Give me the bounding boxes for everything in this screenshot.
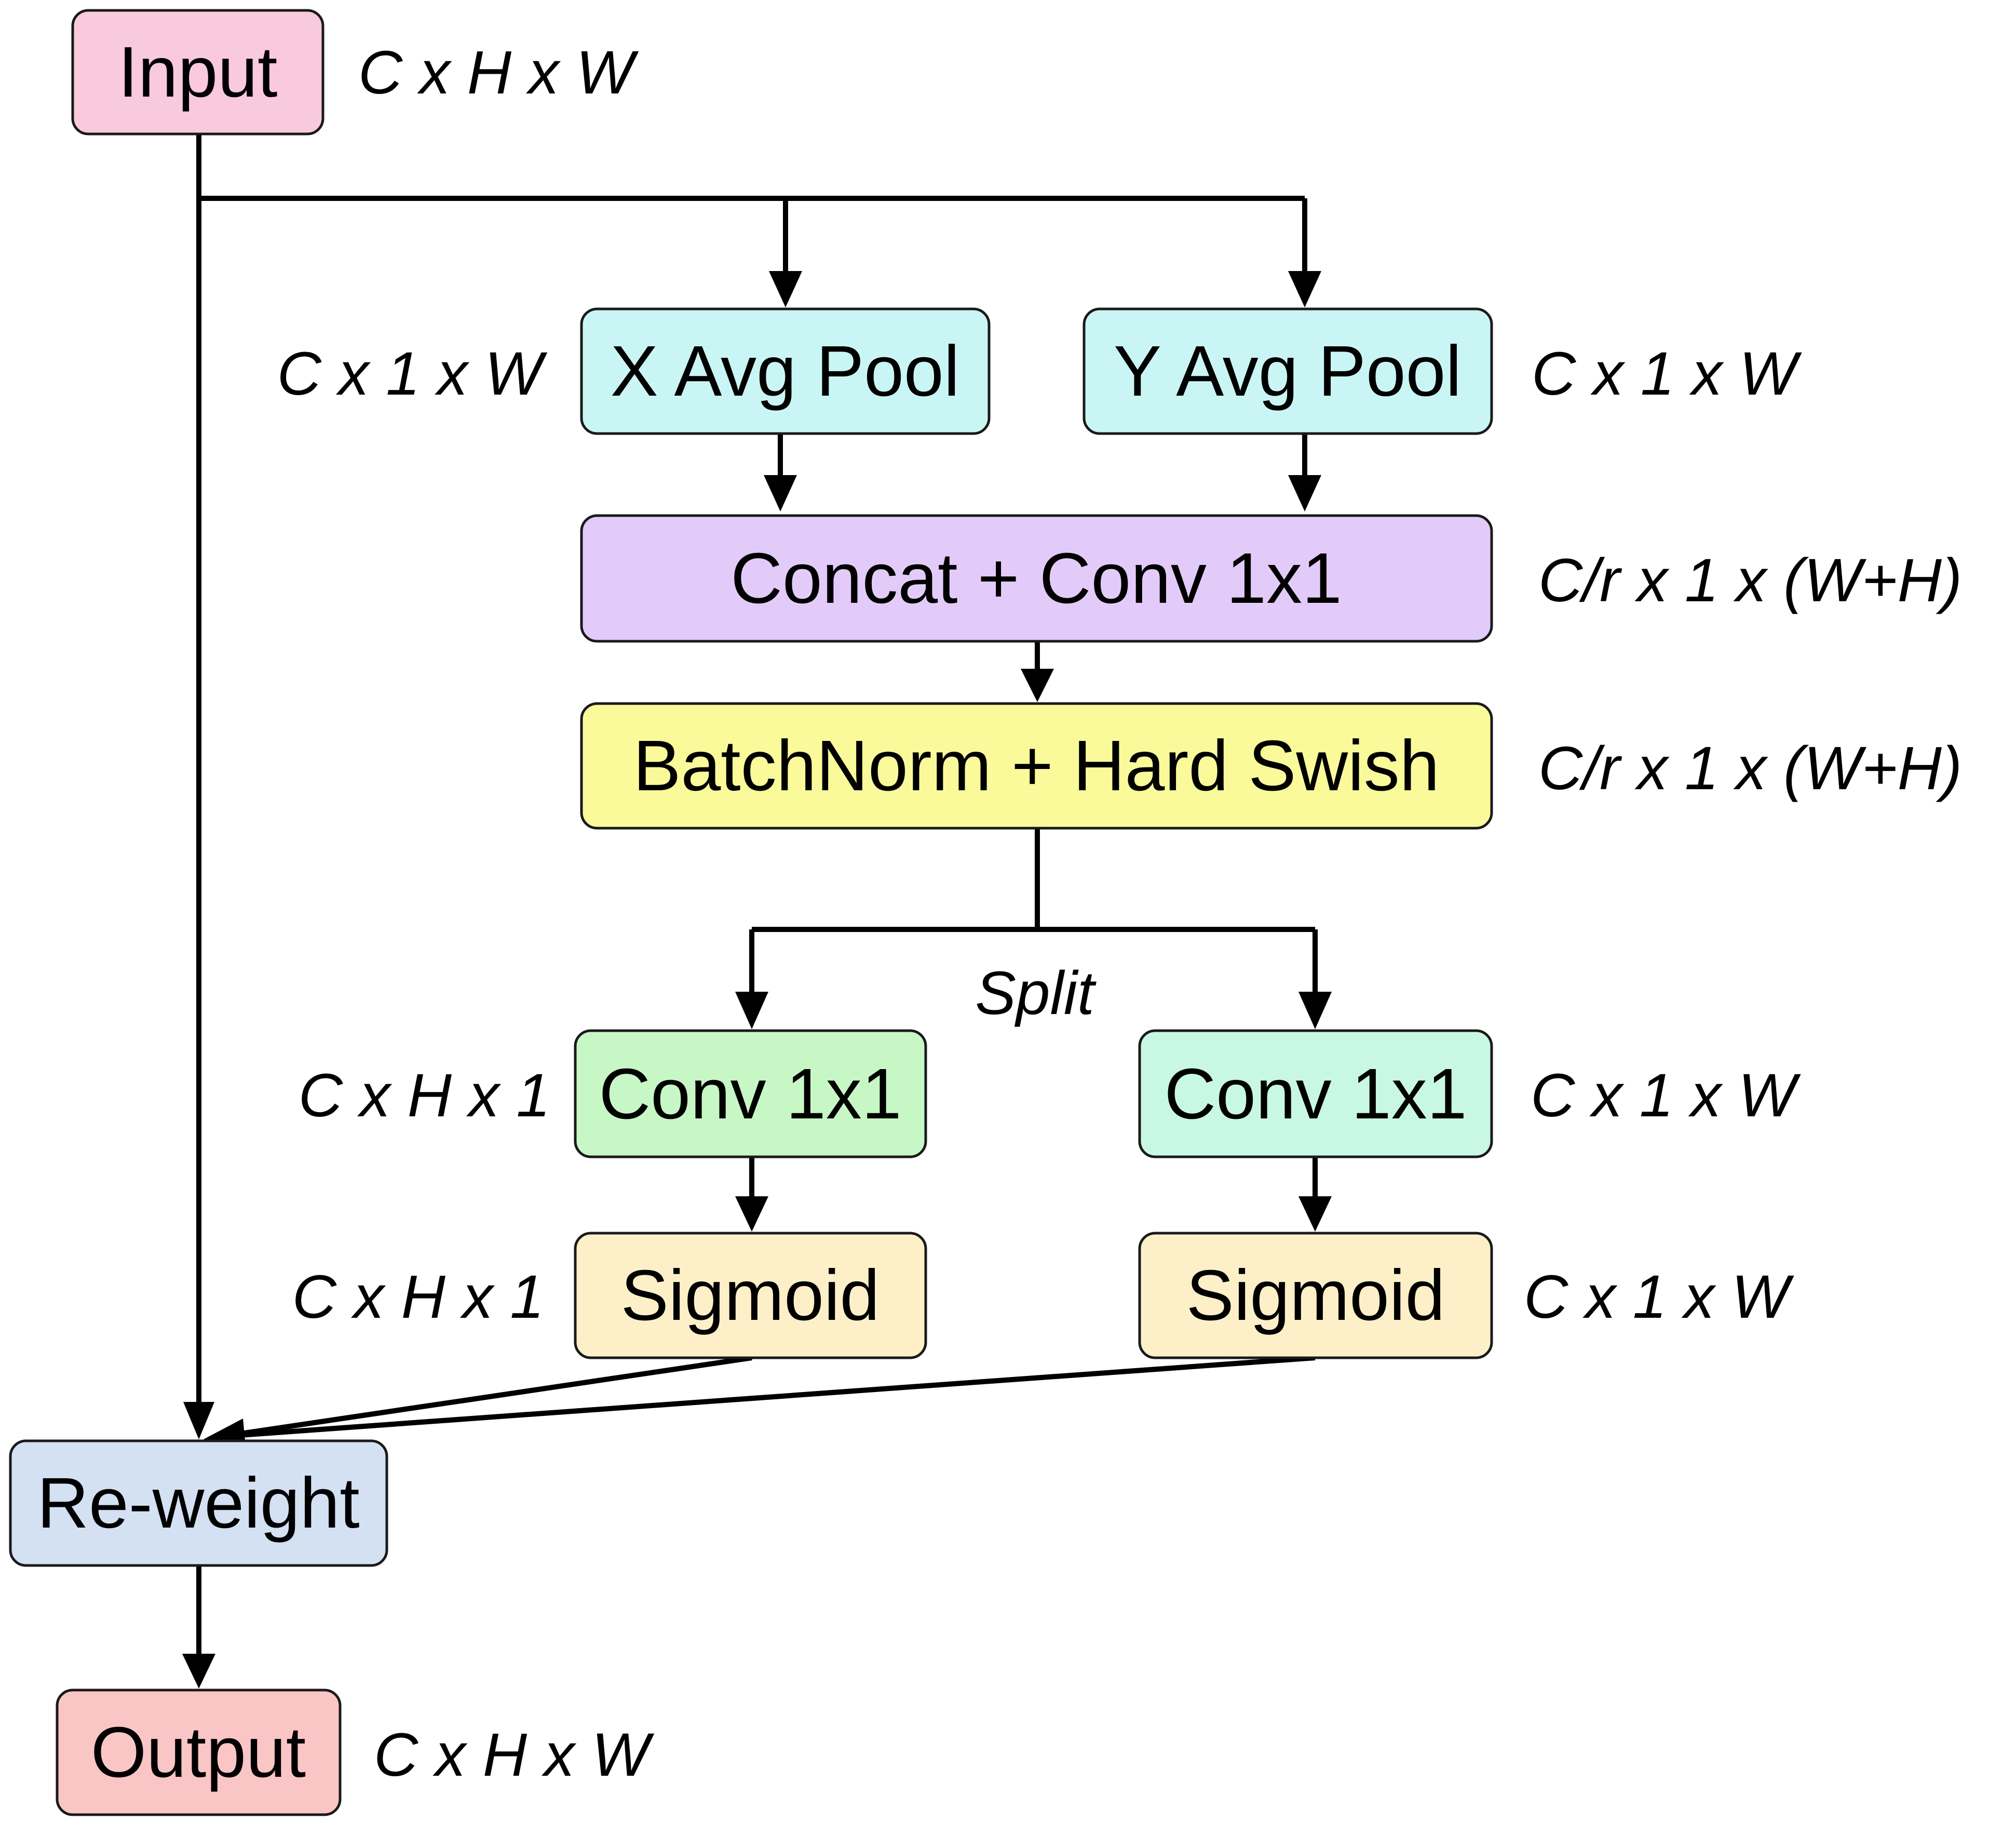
batchnorm-hardswish-box (580, 702, 1493, 830)
output-node: Output (56, 1689, 342, 1816)
concat-conv-box (580, 514, 1493, 643)
input-node: Input (71, 9, 324, 136)
arrowhead-output (182, 1654, 215, 1689)
edge-sigmoid-left-to-reweight (233, 1355, 752, 1437)
output-label: Output (91, 1712, 306, 1792)
conv-left-label: Conv 1x1 (599, 1054, 902, 1134)
concat-conv-label: Concat + Conv 1x1 (730, 538, 1342, 618)
arrowhead-conv-left (735, 992, 768, 1029)
conv-right-box (1138, 1029, 1493, 1158)
arrowhead-sigmoid-right (1298, 1196, 1332, 1232)
y-avg-pool-node: Y Avg Pool (1083, 307, 1493, 435)
arrowhead-ypool (1288, 271, 1321, 307)
sigmoid-right-shape-label: C x 1 x W (1524, 1263, 1794, 1331)
arrowhead-concat-right (1288, 475, 1321, 511)
sigmoid-left-node: Sigmoid (574, 1232, 927, 1359)
conv-right-label: Conv 1x1 (1165, 1054, 1467, 1134)
output-shape-label: C x H x W (374, 1721, 655, 1789)
edges (182, 134, 1332, 1689)
x-avg-pool-node: X Avg Pool (580, 307, 991, 435)
input-label: Input (118, 32, 278, 112)
sigmoid-left-shape-label: C x H x 1 (292, 1263, 544, 1331)
input-shape-label: C x H x W (358, 38, 639, 107)
sigmoid-left-box (574, 1232, 927, 1359)
conv-right-shape-label: C x 1 x W (1531, 1061, 1801, 1130)
norm-shape-label: C/r x 1 x (W+H) (1538, 734, 1962, 803)
reweight-label: Re-weight (37, 1463, 359, 1543)
conv-left-shape-label: C x H x 1 (299, 1061, 550, 1130)
conv-left-box (574, 1029, 927, 1158)
input-box (71, 9, 324, 136)
arrowhead-concat-left (764, 475, 797, 511)
conv-left-node: Conv 1x1 (574, 1029, 927, 1158)
split-label: Split (975, 959, 1097, 1028)
y-avg-pool-label: Y Avg Pool (1114, 331, 1462, 411)
sigmoid-right-label: Sigmoid (1186, 1255, 1445, 1335)
concat-conv-node: Concat + Conv 1x1 (580, 514, 1493, 643)
batchnorm-hardswish-node: BatchNorm + Hard Swish (580, 702, 1493, 830)
arrowhead-reweight-top (183, 1402, 214, 1439)
y-pool-shape-label: C x 1 x W (1532, 340, 1802, 408)
y-avg-pool-box (1083, 307, 1493, 435)
shape-labels: C x H x W C x 1 x W C x 1 x W C/r x 1 x … (277, 38, 1963, 1789)
reweight-node: Re-weight (9, 1439, 388, 1567)
arrowhead-conv-right (1298, 992, 1332, 1029)
output-box (56, 1689, 342, 1816)
x-avg-pool-box (580, 307, 991, 435)
arrowhead-sigmoid-left (735, 1196, 768, 1232)
arrowhead-xpool (769, 271, 802, 307)
sigmoid-right-box (1138, 1232, 1493, 1359)
x-pool-shape-label: C x 1 x W (277, 340, 548, 408)
arrowhead-norm (1021, 669, 1054, 702)
reweight-box (9, 1439, 388, 1567)
edge-sigmoid-right-to-reweight (233, 1355, 1316, 1438)
batchnorm-hardswish-label: BatchNorm + Hard Swish (633, 726, 1439, 806)
sigmoid-left-label: Sigmoid (621, 1255, 880, 1335)
sigmoid-right-node: Sigmoid (1138, 1232, 1493, 1359)
x-avg-pool-label: X Avg Pool (611, 331, 960, 411)
conv-right-node: Conv 1x1 (1138, 1029, 1493, 1158)
concat-shape-label: C/r x 1 x (W+H) (1538, 546, 1962, 615)
